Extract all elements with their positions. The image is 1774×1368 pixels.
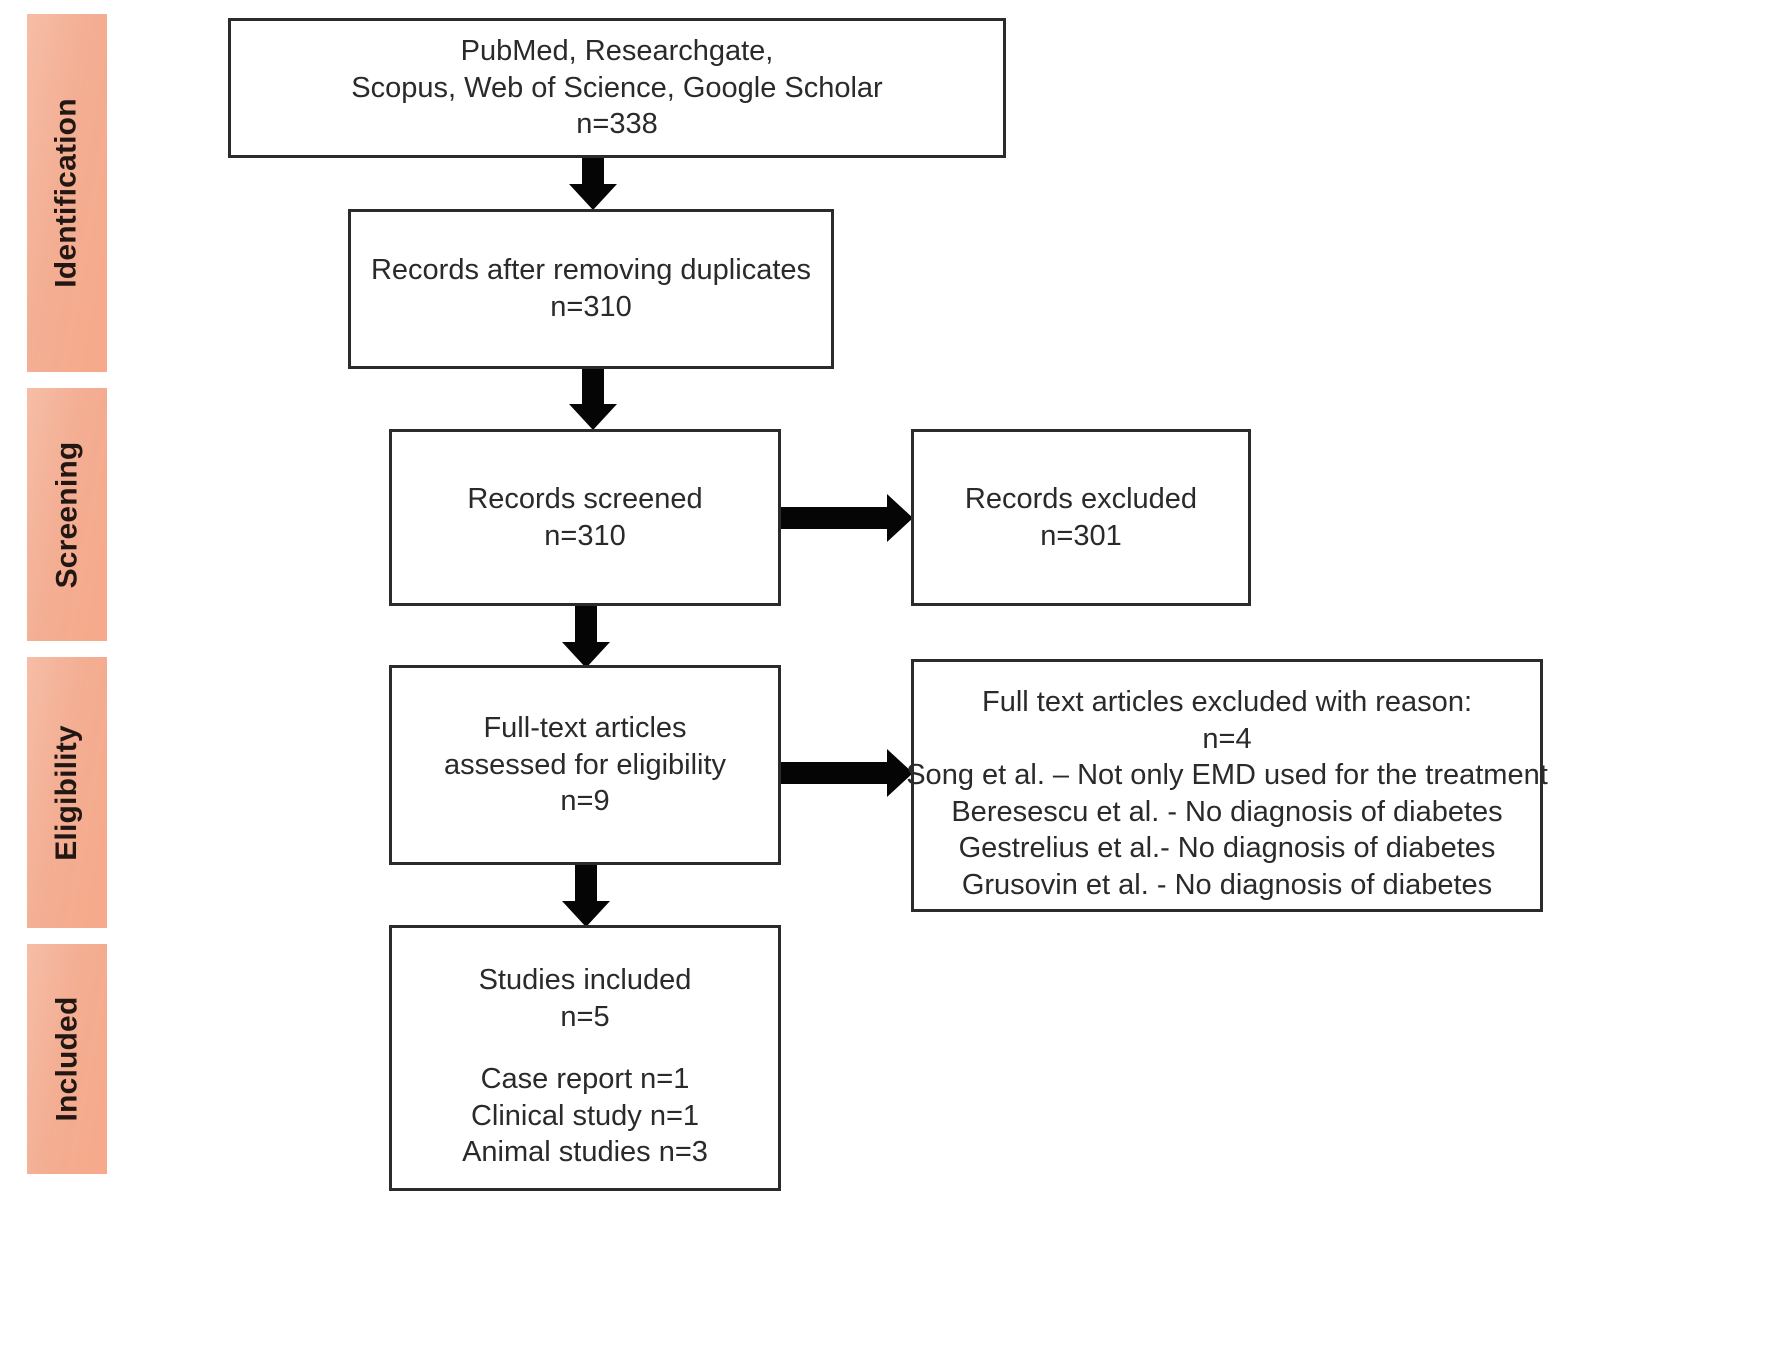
sources-line-1: PubMed, Researchgate, bbox=[460, 35, 774, 68]
box-full-text-assessed: Full-text articles assessed for eligibil… bbox=[389, 665, 781, 865]
arrow-eligibility-to-included bbox=[561, 865, 611, 927]
box-full-text-excluded-with-reason: Full text articles excluded with reason:… bbox=[906, 659, 1548, 912]
stage-label-screening: Screening bbox=[50, 441, 84, 588]
arrow-eligibility-to-excluded-reason bbox=[781, 748, 913, 798]
arrow-head bbox=[562, 901, 610, 927]
exclusion-reason-4: Grusovin et al. - No diagnosis of diabet… bbox=[961, 868, 1493, 901]
box-records-identified: PubMed, Researchgate, Scopus, Web of Sci… bbox=[228, 18, 1006, 158]
box-records-excluded: Records excluded n=301 bbox=[911, 429, 1251, 606]
exclusion-reason-3: Gestrelius et al.- No diagnosis of diabe… bbox=[958, 832, 1496, 865]
dedup-label: Records after removing duplicates bbox=[370, 254, 812, 287]
stage-label-eligibility: Eligibility bbox=[50, 724, 84, 861]
arrow-shaft bbox=[575, 865, 597, 903]
stage-bar-eligibility: Eligibility bbox=[27, 657, 107, 928]
eligibility-count: n=9 bbox=[560, 785, 610, 818]
excluded-count: n=301 bbox=[1040, 519, 1122, 552]
box-studies-included: Studies included n=5 Case report n=1 Cli… bbox=[389, 925, 781, 1191]
arrow-screened-to-excluded bbox=[781, 493, 913, 543]
arrow-screened-to-eligibility bbox=[561, 606, 611, 668]
exclusion-reason-2: Beresescu et al. - No diagnosis of diabe… bbox=[951, 795, 1503, 828]
arrow-shaft bbox=[575, 606, 597, 644]
included-breakdown-animal-studies: Animal studies n=3 bbox=[462, 1136, 708, 1169]
eligibility-line-2: assessed for eligibility bbox=[443, 748, 727, 781]
dedup-count: n=310 bbox=[550, 291, 632, 323]
arrow-shaft bbox=[582, 369, 604, 406]
included-header: Studies included bbox=[478, 964, 692, 996]
stage-bar-identification: Identification bbox=[27, 14, 107, 372]
arrow-head bbox=[887, 749, 913, 797]
stage-label-included: Included bbox=[50, 996, 84, 1122]
arrow-deduplicated-to-screened bbox=[568, 369, 618, 430]
sources-line-2: Scopus, Web of Science, Google Scholar bbox=[351, 71, 883, 104]
excluded-reason-header: Full text articles excluded with reason: bbox=[982, 686, 1472, 718]
excluded-reason-count: n=4 bbox=[1202, 722, 1252, 755]
included-count: n=5 bbox=[560, 1000, 610, 1033]
stage-bar-included: Included bbox=[27, 944, 107, 1174]
arrow-head bbox=[562, 642, 610, 668]
included-breakdown-case-report: Case report n=1 bbox=[480, 1063, 690, 1096]
screened-label: Records screened bbox=[467, 482, 703, 515]
stage-bar-screening: Screening bbox=[27, 388, 107, 641]
included-breakdown-clinical-study: Clinical study n=1 bbox=[470, 1099, 700, 1132]
eligibility-line-1: Full-text articles bbox=[483, 712, 687, 745]
exclusion-reason-1: Song et al. – Not only EMD used for the … bbox=[906, 759, 1548, 792]
arrow-shaft bbox=[781, 762, 891, 784]
box-records-screened: Records screened n=310 bbox=[389, 429, 781, 606]
arrow-head bbox=[569, 184, 617, 210]
arrow-shaft bbox=[781, 507, 891, 529]
excluded-label: Records excluded bbox=[964, 482, 1198, 515]
screened-count: n=310 bbox=[544, 519, 626, 552]
arrow-shaft bbox=[582, 158, 604, 186]
stage-label-identification: Identification bbox=[50, 98, 83, 288]
arrow-sources-to-deduplicated bbox=[568, 158, 618, 210]
box-records-after-duplicates: Records after removing duplicates n=310 bbox=[348, 209, 834, 369]
arrow-head bbox=[887, 494, 913, 542]
sources-count: n=338 bbox=[576, 108, 658, 141]
arrow-head bbox=[569, 404, 617, 430]
